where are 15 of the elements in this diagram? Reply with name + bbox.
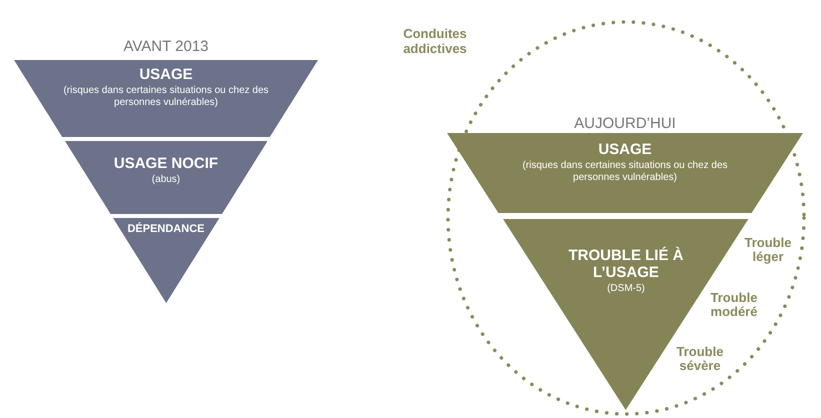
heading: Conduites addictives	[402, 26, 468, 56]
band-note: (risques dans certaines situations ou chez des personnes vulnérables)	[521, 160, 729, 184]
heading: AUJOURD’HUI	[573, 115, 677, 132]
band-title: USAGE	[138, 66, 194, 83]
side-label: Trouble modéré	[710, 291, 758, 319]
band-note: (DSM-5)	[606, 283, 646, 295]
heading: AVANT 2013	[122, 38, 210, 55]
side-label: Trouble sévère	[676, 345, 724, 373]
band-title: USAGE	[597, 141, 653, 158]
band-note: (abus)	[150, 174, 182, 186]
band-title: USAGE NOCIF	[112, 155, 220, 172]
band-note: (risques dans certaines situations ou chez des personnes vulnérables)	[62, 85, 270, 109]
side-label: Trouble léger	[744, 236, 792, 264]
band-title: DÉPENDANCE	[126, 223, 206, 236]
band-title: TROUBLE LIÉ À L’USAGE	[567, 247, 684, 281]
